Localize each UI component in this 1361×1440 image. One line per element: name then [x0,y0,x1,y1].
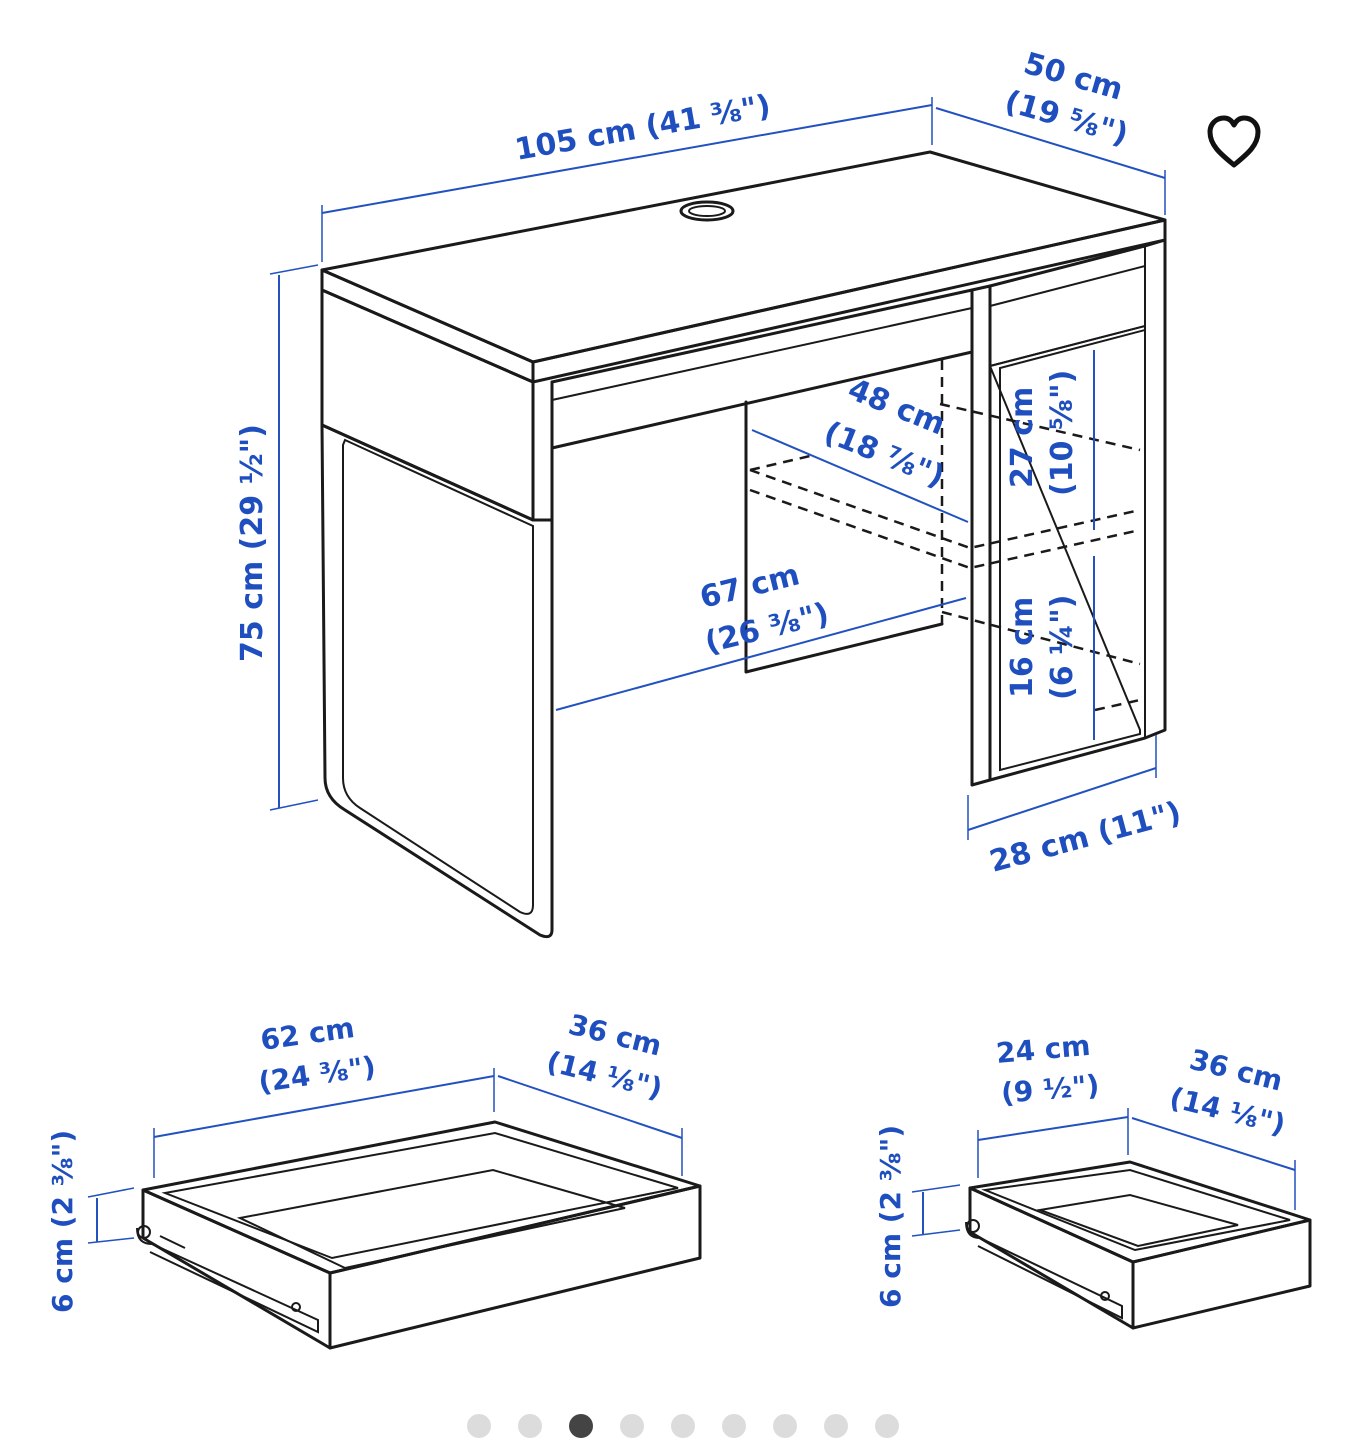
large-drawer-height-label: 6 cm (2 ⅜") [46,1130,79,1313]
large-drawer-width-cm-label: 62 cm [258,1011,356,1057]
cable-hole [679,200,735,222]
desk-dimension-labels: 105 cm (41 ⅜") 50 cm (19 ⅝") 75 cm (29 ½… [235,46,1185,880]
carousel-dot-3[interactable] [569,1414,593,1438]
desk-height-label: 75 cm (29 ½") [235,424,270,662]
carousel-dot-1[interactable] [467,1414,491,1438]
carousel-dot-9[interactable] [875,1414,899,1438]
desk-dimension-lines [269,97,1166,840]
desk-drawing [320,150,1167,939]
small-drawer-width-in-label: (9 ½") [1000,1069,1101,1110]
carousel-dot-4[interactable] [620,1414,644,1438]
large-drawer-width-in-label: (24 ⅜") [256,1050,377,1099]
small-drawer-height-label: 6 cm (2 ⅜") [874,1125,907,1308]
carousel-dot-7[interactable] [773,1414,797,1438]
shelf-lower-cm-label: 16 cm [1005,597,1040,698]
cabinet-width-label: 28 cm (11") [986,795,1185,880]
carousel-dot-6[interactable] [722,1414,746,1438]
heart-outline-icon [1207,115,1261,168]
carousel-pagination [0,1412,1361,1440]
shelf-upper-in-label: (10 ⅝") [1045,370,1080,496]
small-drawer-width-cm-label: 24 cm [995,1029,1092,1070]
shelf-lower-in-label: (6 ¼") [1045,595,1080,700]
large-drawer-drawing [136,1120,702,1350]
carousel-dot-8[interactable] [824,1414,848,1438]
large-drawer-dimension-lines [87,1068,683,1244]
carousel-dot-2[interactable] [518,1414,542,1438]
shelf-upper-cm-label: 27 cm [1005,387,1040,488]
carousel-dot-5[interactable] [671,1414,695,1438]
favorite-button[interactable] [1200,110,1268,172]
small-drawer-drawing [965,1160,1312,1330]
small-drawer-dimension-lines [911,1108,1296,1237]
